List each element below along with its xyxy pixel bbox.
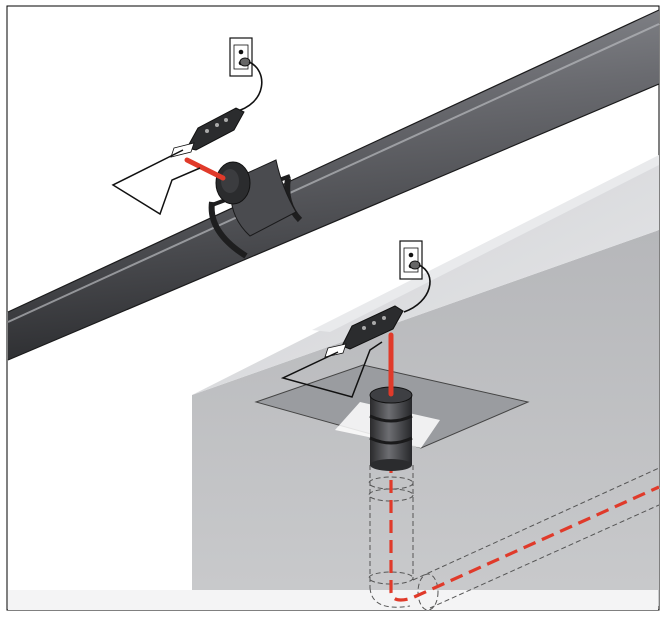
- sensor-lead-lower: [280, 341, 383, 398]
- pipe-clamp-icon: [208, 201, 248, 259]
- sensor-lead: [111, 149, 201, 216]
- plug-icon: [239, 57, 251, 67]
- hidden-coupling-2: [368, 488, 414, 502]
- pipe-bottom-edge: [7, 83, 660, 361]
- hidden-elbow-joint: [417, 573, 439, 611]
- wall-outlet-icon: [229, 37, 253, 77]
- tee-cap-inner: [221, 169, 239, 193]
- power-cord: [233, 61, 263, 113]
- buried-heat-cable: [389, 420, 660, 602]
- vertical-entry-kit-icon: [369, 332, 413, 471]
- hidden-run-bottom-edge: [429, 504, 660, 609]
- vertical-clamp-2: [369, 436, 413, 445]
- vertical-clamp-1: [369, 414, 413, 423]
- vertical-pipe-body: [370, 395, 412, 465]
- pipe-top-edge: [7, 9, 660, 313]
- vertical-pipe-base: [370, 459, 412, 471]
- pipe-highlight: [7, 23, 660, 323]
- hidden-elbow-outer: [369, 587, 411, 608]
- power-cord-lower: [403, 264, 431, 313]
- floor-front: [8, 590, 658, 610]
- hidden-coupling-3: [368, 571, 414, 585]
- buried-pipe-hidden: [368, 465, 660, 611]
- thermostat-controller-icon: [186, 107, 245, 151]
- upper-power-assembly: [111, 37, 263, 216]
- wall-outlet-icon-lower: [399, 240, 423, 280]
- pipe-tee-entry-icon: [184, 157, 303, 259]
- thermostat-controller-icon-lower: [341, 305, 404, 350]
- hidden-coupling-1: [368, 476, 414, 490]
- heat-trace-cable-icon: [184, 157, 226, 181]
- floor-strip: [312, 155, 659, 332]
- plug-icon-lower: [409, 260, 421, 270]
- lower-power-assembly: [280, 240, 431, 398]
- hidden-run-top-edge: [412, 467, 660, 581]
- cable-tag-lower: [324, 343, 347, 358]
- horizontal-pipe: [7, 9, 660, 361]
